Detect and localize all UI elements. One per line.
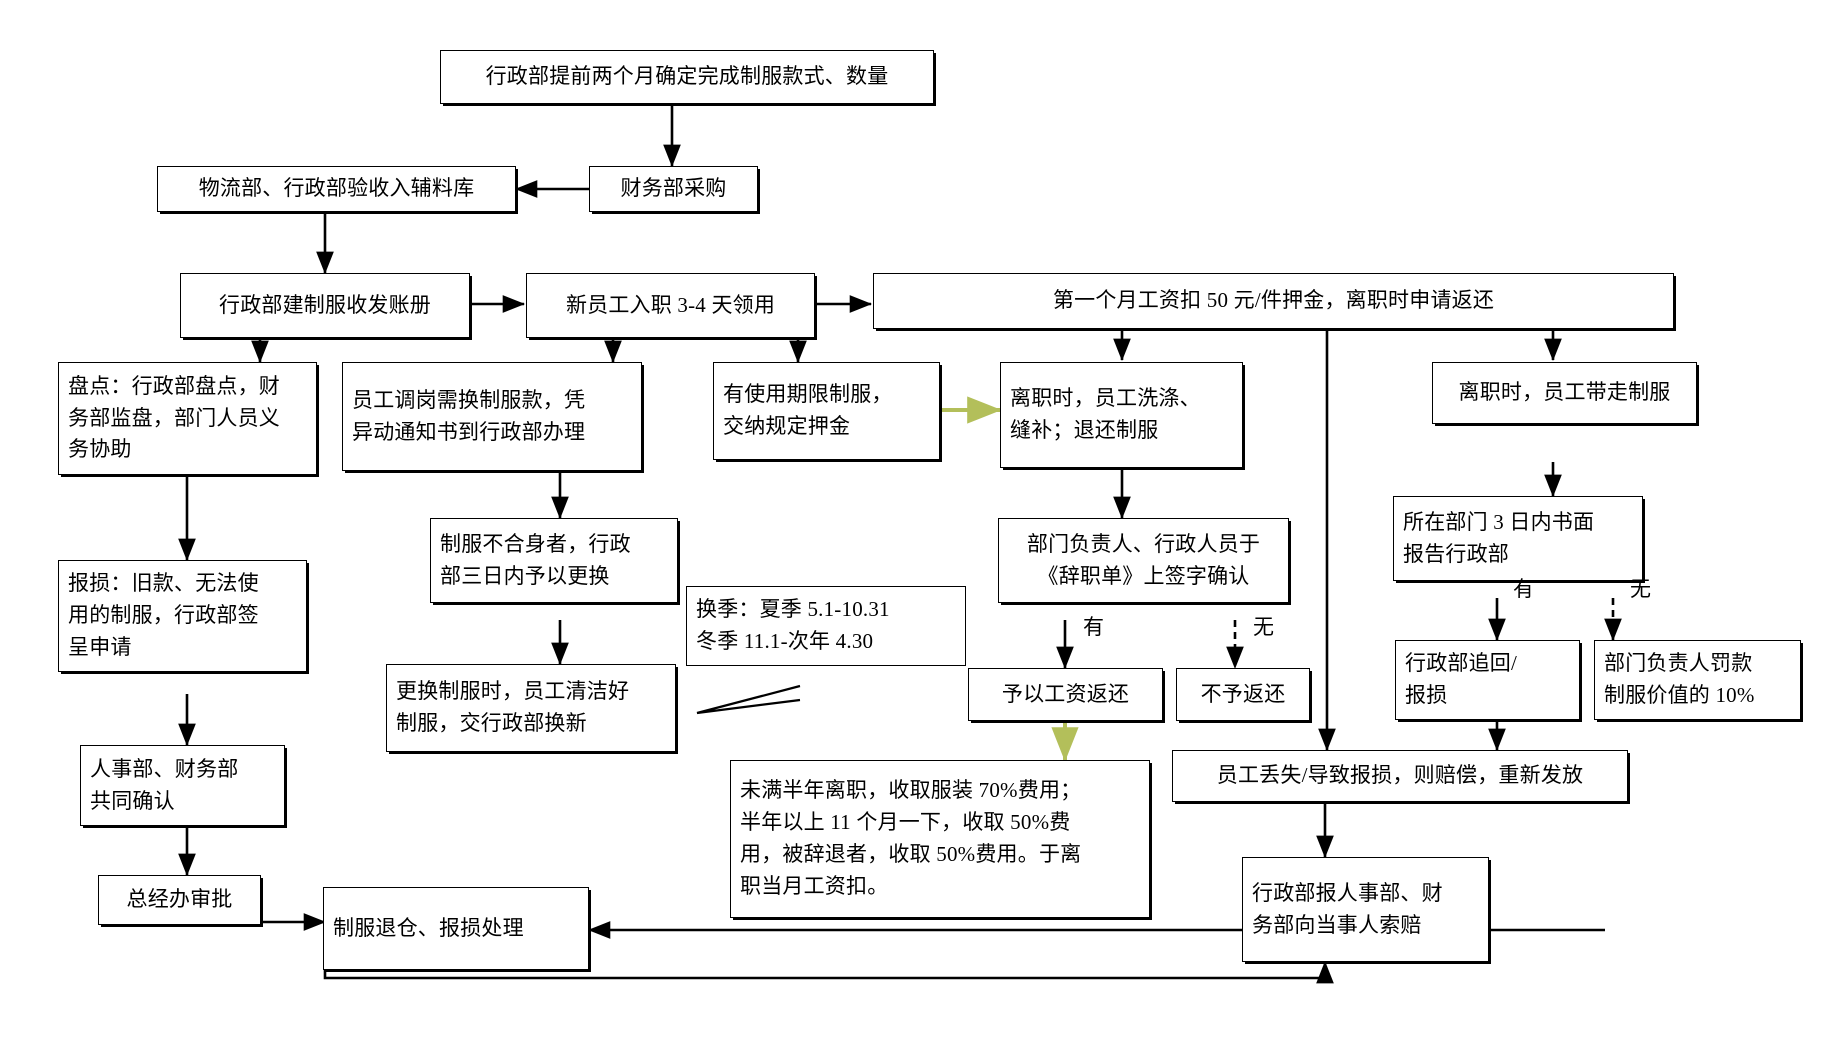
node-n16-callout[interactable]: 换季：夏季 5.1-10.31 冬季 11.1-次年 4.30 (686, 586, 966, 666)
node-n9[interactable]: 有使用期限制服， 交纳规定押金 (713, 362, 940, 460)
node-n15-line2: 报告行政部 (1403, 541, 1509, 566)
callout-tail-n16 (696, 684, 801, 715)
node-n12-line3: 呈申请 (68, 634, 132, 659)
node-n25[interactable]: 总经办审批 (98, 875, 261, 925)
node-n9-line2: 交纳规定押金 (723, 414, 851, 438)
node-n22-line1: 人事部、财务部 (90, 756, 239, 781)
node-n23-line4: 职当月工资扣。 (740, 873, 889, 898)
node-n20-line2: 制服价值的 10% (1604, 683, 1755, 707)
edge-label-wu-2: 无 (1630, 577, 1651, 601)
node-n7-line3: 务协助 (68, 437, 132, 462)
node-n14-line2: 《辞职单》上签字确认 (1037, 563, 1250, 588)
node-n5[interactable]: 新员工入职 3-4 天领用 (526, 273, 815, 338)
node-n16-line2: 冬季 11.1-次年 4.30 (696, 629, 874, 653)
node-n11-label: 离职时，员工带走制服 (1458, 380, 1671, 405)
node-n14[interactable]: 部门负责人、行政人员于 《辞职单》上签字确认 (998, 518, 1289, 603)
node-n1[interactable]: 行政部提前两个月确定完成制服款式、数量 (440, 50, 934, 104)
node-n9-line1: 有使用期限制服， (723, 382, 893, 407)
node-n8-line2: 异动通知书到行政部办理 (352, 419, 586, 444)
node-n8[interactable]: 员工调岗需换制服款，凭 异动通知书到行政部办理 (342, 362, 642, 471)
node-n12-line2: 用的制服，行政部签 (68, 603, 259, 628)
node-n15-line1: 所在部门 3 日内书面 (1403, 509, 1595, 534)
node-n2[interactable]: 财务部采购 (589, 166, 758, 212)
node-n16-line1: 换季：夏季 5.1-10.31 (696, 597, 890, 622)
node-n27[interactable]: 行政部报人事部、财 务部向当事人索赔 (1242, 857, 1489, 962)
node-n25-label: 总经办审批 (126, 887, 233, 912)
node-n4-label: 行政部建制服收发账册 (219, 292, 431, 317)
node-n27-line1: 行政部报人事部、财 (1252, 880, 1443, 905)
node-n7-line1: 盘点：行政部盘点，财 (68, 373, 280, 398)
node-n7[interactable]: 盘点：行政部盘点，财 务部监盘，部门人员义 务协助 (58, 362, 317, 475)
node-n23[interactable]: 未满半年离职，收取服装 70%费用； 半年以上 11 个月一下，收取 50%费 … (730, 760, 1150, 918)
node-n13-line2: 部三日内予以更换 (440, 563, 610, 588)
node-n19[interactable]: 行政部追回/ 报损 (1395, 640, 1580, 720)
node-n18[interactable]: 不予返还 (1176, 668, 1310, 721)
node-n20[interactable]: 部门负责人罚款 制服价值的 10% (1594, 640, 1801, 720)
node-n18-label: 不予返还 (1200, 681, 1286, 706)
node-n7-line2: 务部监盘，部门人员义 (68, 405, 280, 430)
node-n26[interactable]: 制服退仓、报损处理 (323, 887, 589, 970)
node-n21[interactable]: 更换制服时，员工清洁好 制服，交行政部换新 (386, 664, 676, 752)
node-n26-label: 制服退仓、报损处理 (333, 915, 524, 940)
node-n23-line2: 半年以上 11 个月一下，收取 50%费 (740, 810, 1071, 835)
node-n24-label: 员工丢失/导致报损，则赔偿，重新发放 (1216, 763, 1584, 788)
node-n14-line1: 部门负责人、行政人员于 (1026, 531, 1261, 556)
node-n21-line1: 更换制服时，员工清洁好 (396, 679, 630, 704)
node-n3-label: 物流部、行政部验收入辅料库 (198, 176, 475, 201)
node-n2-label: 财务部采购 (620, 176, 727, 201)
node-n6[interactable]: 第一个月工资扣 50 元/件押金，离职时申请返还 (873, 273, 1674, 329)
node-n23-line3: 用，被辞退者，收取 50%费用。于离 (740, 842, 1082, 866)
node-n22-line2: 共同确认 (90, 788, 175, 813)
node-n24[interactable]: 员工丢失/导致报损，则赔偿，重新发放 (1172, 750, 1628, 802)
node-n13-line1: 制服不合身者，行政 (440, 531, 631, 556)
node-n20-line1: 部门负责人罚款 (1604, 651, 1753, 676)
node-n12-line1: 报损：旧款、无法使 (68, 571, 259, 596)
node-n21-line2: 制服，交行政部换新 (396, 711, 587, 735)
node-n11[interactable]: 离职时，员工带走制服 (1432, 362, 1697, 424)
node-n3[interactable]: 物流部、行政部验收入辅料库 (157, 166, 516, 212)
node-n10[interactable]: 离职时，员工洗涤、 缝补；退还制服 (1000, 362, 1243, 468)
node-n4[interactable]: 行政部建制服收发账册 (180, 273, 470, 338)
node-n23-line1: 未满半年离职，收取服装 70%费用； (740, 778, 1082, 803)
node-n27-line2: 务部向当事人索赔 (1252, 912, 1422, 937)
node-n12[interactable]: 报损：旧款、无法使 用的制服，行政部签 呈申请 (58, 560, 307, 672)
node-n22[interactable]: 人事部、财务部 共同确认 (80, 745, 285, 826)
node-n15[interactable]: 所在部门 3 日内书面 报告行政部 (1393, 496, 1643, 581)
node-n10-line1: 离职时，员工洗涤、 (1010, 386, 1201, 411)
node-n5-label: 新员工入职 3-4 天领用 (565, 292, 776, 317)
node-n8-line1: 员工调岗需换制服款，凭 (352, 387, 586, 412)
edge-label-you-2: 有 (1513, 577, 1534, 601)
edge-label-wu-1: 无 (1253, 615, 1274, 639)
node-n17[interactable]: 予以工资返还 (968, 668, 1163, 721)
node-n1-label: 行政部提前两个月确定完成制服款式、数量 (485, 64, 889, 89)
edge-label-you-1: 有 (1083, 615, 1104, 639)
node-n6-label: 第一个月工资扣 50 元/件押金，离职时申请返还 (1052, 288, 1495, 313)
node-n17-label: 予以工资返还 (1001, 681, 1130, 706)
node-n13[interactable]: 制服不合身者，行政 部三日内予以更换 (430, 518, 678, 603)
node-n10-line2: 缝补；退还制服 (1010, 418, 1159, 442)
node-n19-line1: 行政部追回/ (1405, 651, 1518, 676)
node-n19-line2: 报损 (1405, 683, 1448, 707)
